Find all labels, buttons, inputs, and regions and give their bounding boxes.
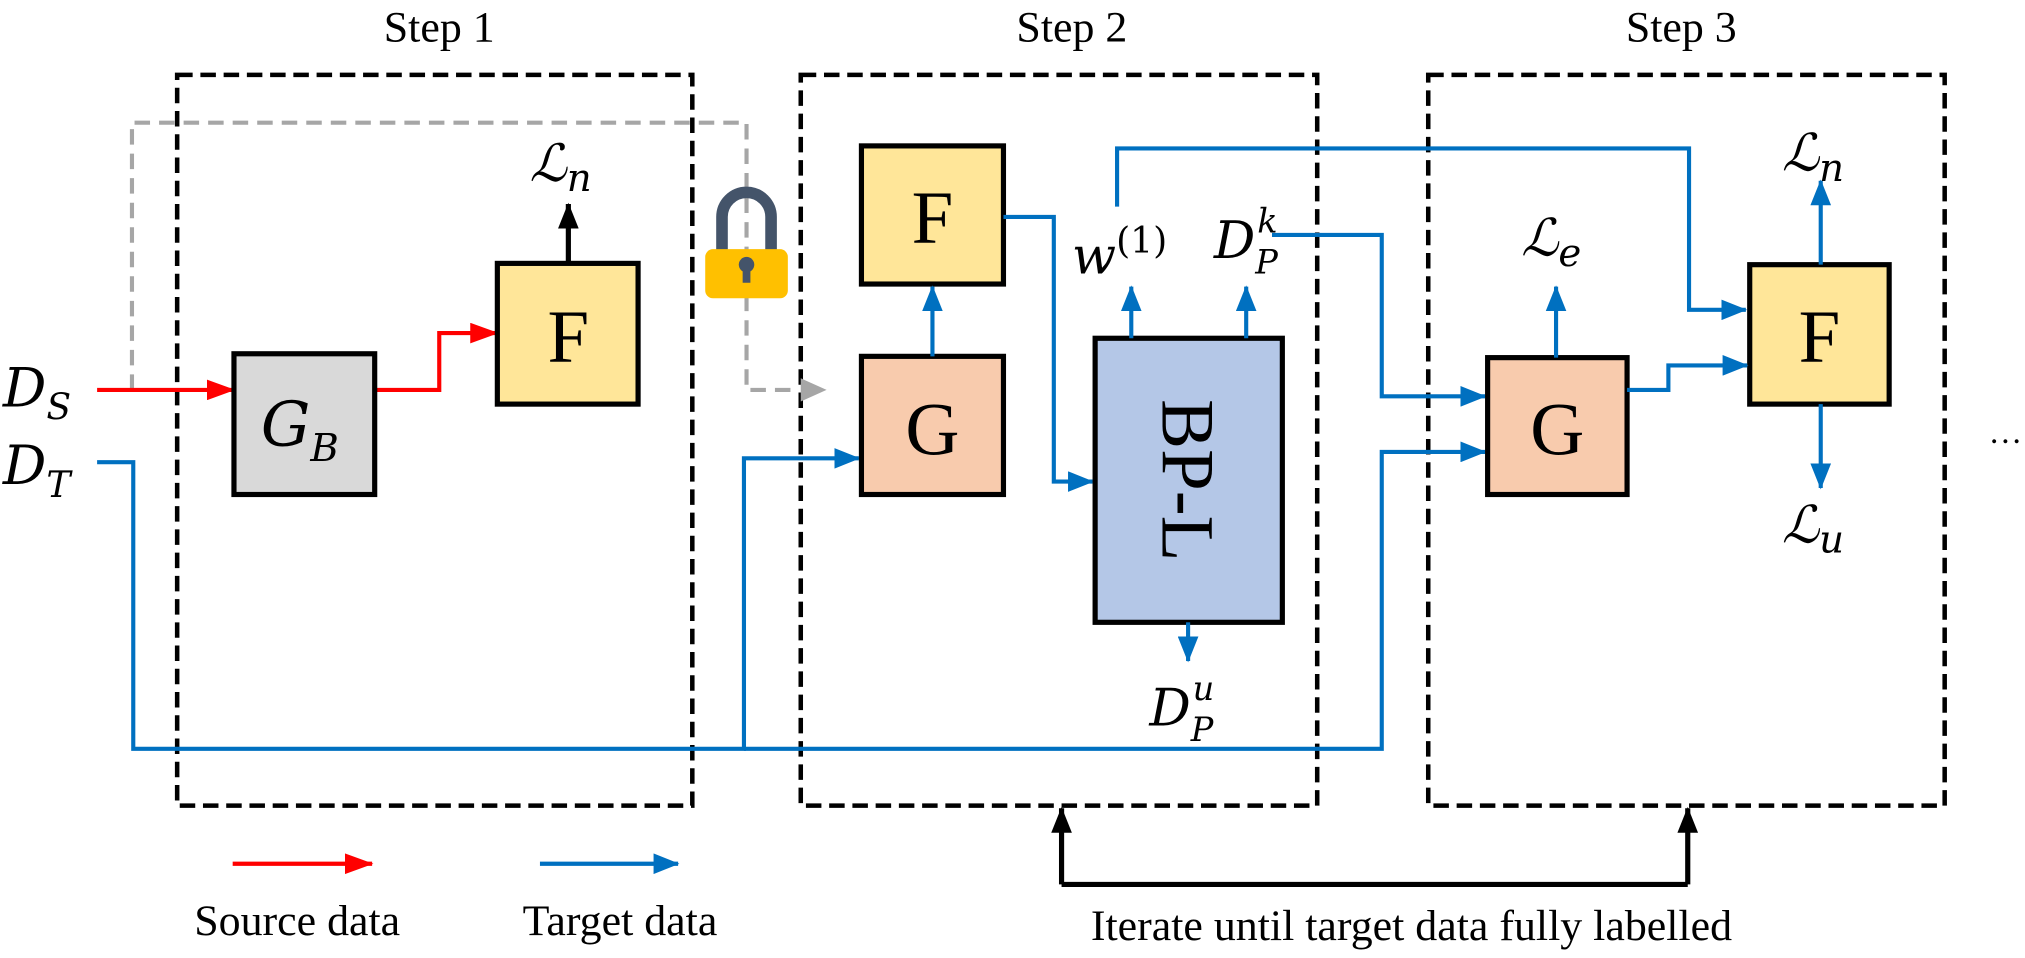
legend: Source data Target data [194, 853, 718, 945]
known-pseudo-label: DPk [1213, 201, 1279, 281]
lock-icon [705, 186, 788, 299]
step1-backbone-block: GB [231, 351, 378, 498]
step1-classifier-block: F [494, 260, 641, 407]
step3-classifier-block: F [1747, 262, 1892, 407]
step1-frame [174, 72, 695, 808]
iterate-label: Iterate until target data fully labelled [1091, 902, 1732, 950]
step2-title: Step 2 [1016, 3, 1127, 51]
step2-generator-block: G [858, 353, 1007, 498]
step2-frame [798, 72, 1320, 808]
bp-l-block: BP-L [1092, 335, 1285, 625]
target-to-step3-generator-arrow [743, 441, 1487, 751]
continuation-ellipsis: … [1989, 414, 2023, 451]
step3-generator-to-classifier-arrow [1627, 355, 1749, 392]
target-to-step2-generator-arrow [97, 448, 861, 751]
step3-title: Step 3 [1626, 3, 1737, 51]
step3-entropy-loss-label: ℒe [1521, 209, 1581, 276]
step1-title: Step 1 [384, 3, 495, 51]
target-input-label: DT [2, 434, 73, 506]
step3-unknown-loss-label: ℒu [1782, 495, 1844, 562]
step2-classifier-to-bp-arrow [1003, 214, 1094, 492]
weight-to-step3-classifier-arrow [1115, 146, 1748, 321]
step3-generator-block: G [1485, 355, 1630, 498]
svg-text:F: F [1799, 296, 1841, 379]
weight-label: w(1) [1072, 219, 1167, 287]
step1-loss-label: ℒn [530, 134, 592, 201]
svg-text:G: G [1530, 388, 1584, 471]
frozen-transfer-path [129, 120, 799, 392]
source-input-label: DS [2, 357, 71, 429]
frozen-transfer-arrowhead [800, 378, 827, 402]
step2-classifier-block: F [858, 143, 1007, 287]
svg-text:G: G [905, 388, 959, 471]
step3-frame [1425, 72, 1947, 808]
svg-text:BP-L: BP-L [1145, 399, 1228, 561]
svg-text:F: F [912, 177, 954, 260]
known-to-step3-generator-arrow [1272, 232, 1487, 407]
backbone-to-classifier-arrow [374, 322, 499, 392]
step3-known-loss-label: ℒn [1782, 123, 1844, 190]
svg-text:F: F [548, 296, 590, 379]
unknown-pseudo-label: DPu [1148, 669, 1214, 749]
svg-text:GB: GB [261, 387, 339, 470]
legend-target-label: Target data [523, 897, 718, 945]
legend-source-label: Source data [194, 897, 400, 945]
